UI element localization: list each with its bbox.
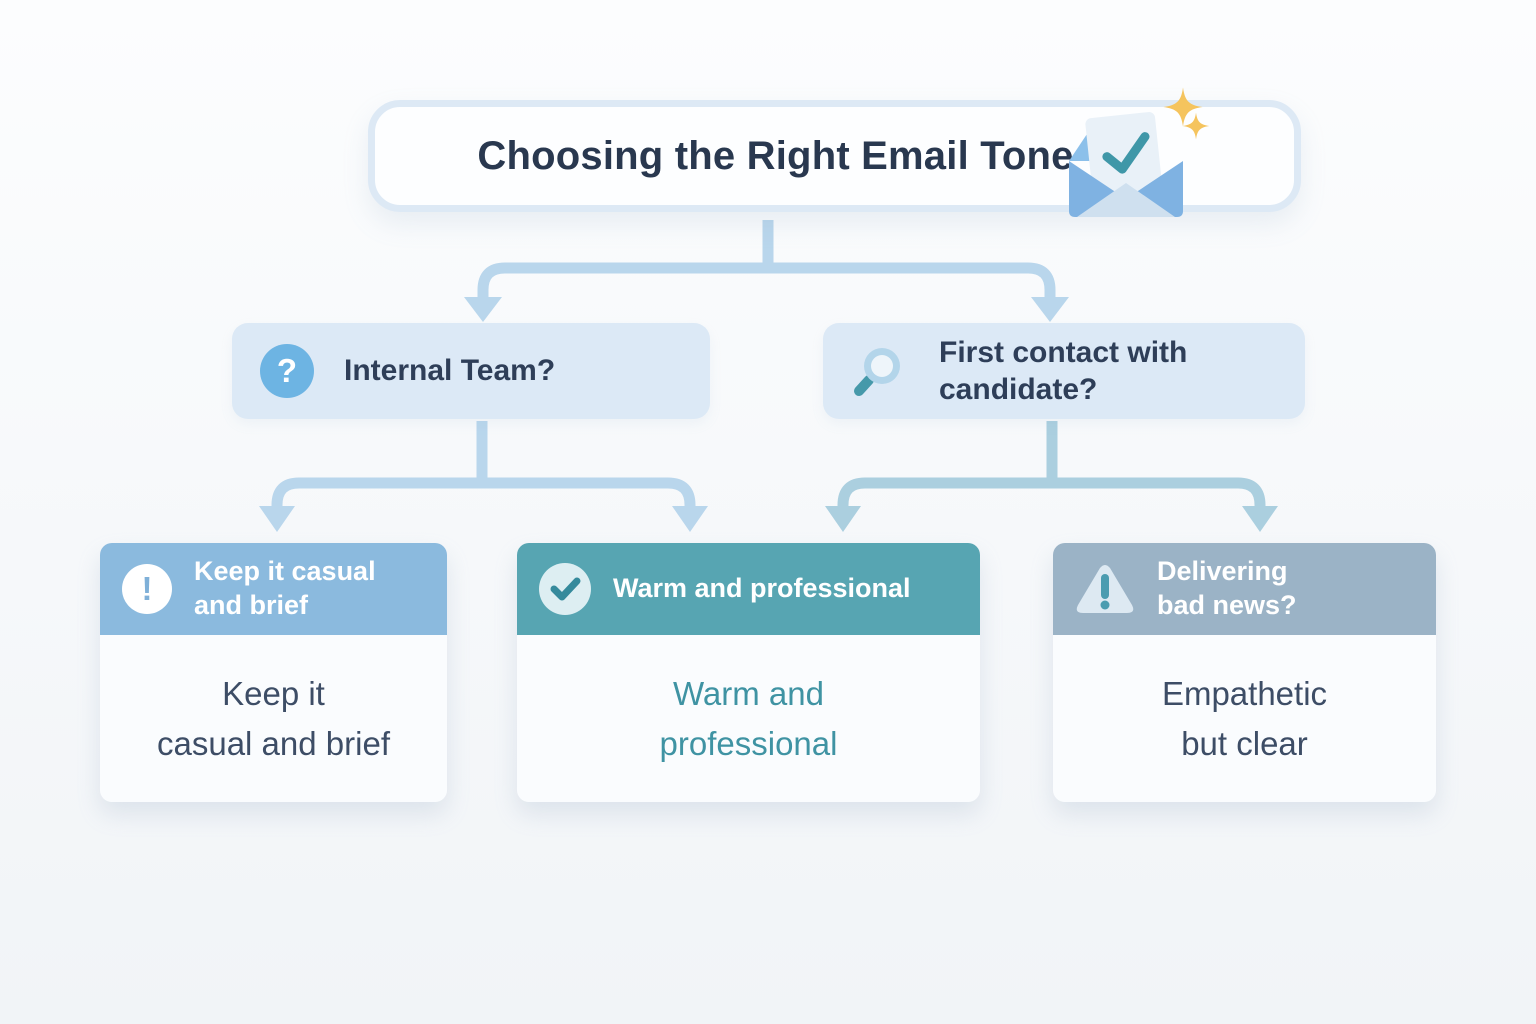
question-icon: ?	[260, 344, 314, 398]
outcome-card-bad-news: Delivering bad news? Empathetic but clea…	[1053, 543, 1436, 802]
card-header-label: Delivering bad news?	[1157, 556, 1297, 620]
card-header: ! Keep it casual and brief	[100, 543, 447, 635]
page-title: Choosing the Right Email Tone	[477, 133, 1074, 178]
arrow-down-icon	[672, 506, 708, 532]
outcome-card-warm-professional: Warm and professional Warm and professio…	[517, 543, 980, 802]
exclamation-circle-icon: !	[122, 564, 172, 614]
title-box: Choosing the Right Email Tone	[368, 87, 1301, 217]
card-header: Delivering bad news?	[1053, 543, 1436, 635]
warning-triangle-icon	[1076, 565, 1134, 613]
connector-level2-left	[271, 477, 696, 508]
sparkle-icon	[1163, 87, 1203, 127]
card-header-label: Keep it casual and brief	[194, 556, 376, 620]
decision-label: First contact with candidate?	[939, 335, 1188, 407]
decision-internal-team: ? Internal Team?	[232, 323, 710, 419]
connector-level2-right	[837, 477, 1266, 508]
sparkle-icon	[1182, 112, 1210, 140]
arrow-down-icon	[1031, 297, 1069, 322]
outcome-card-casual: ! Keep it casual and brief Keep it casua…	[100, 543, 447, 802]
decision-first-contact: First contact with candidate?	[823, 323, 1305, 419]
card-body-text: Empathetic but clear	[1053, 635, 1436, 802]
card-header: Warm and professional	[517, 543, 980, 635]
arrow-down-icon	[1242, 506, 1278, 532]
connector-level1	[477, 262, 1056, 300]
arrow-down-icon	[825, 506, 861, 532]
arrow-down-icon	[464, 297, 502, 322]
card-header-label: Warm and professional	[613, 573, 911, 604]
magnifier-icon	[854, 348, 900, 396]
card-body-text: Warm and professional	[517, 635, 980, 802]
arrow-down-icon	[259, 506, 295, 532]
check-circle-icon	[539, 563, 591, 615]
envelope-check-icon	[1069, 112, 1183, 217]
card-body-text: Keep it casual and brief	[100, 635, 447, 802]
decision-label: Internal Team?	[344, 354, 556, 388]
